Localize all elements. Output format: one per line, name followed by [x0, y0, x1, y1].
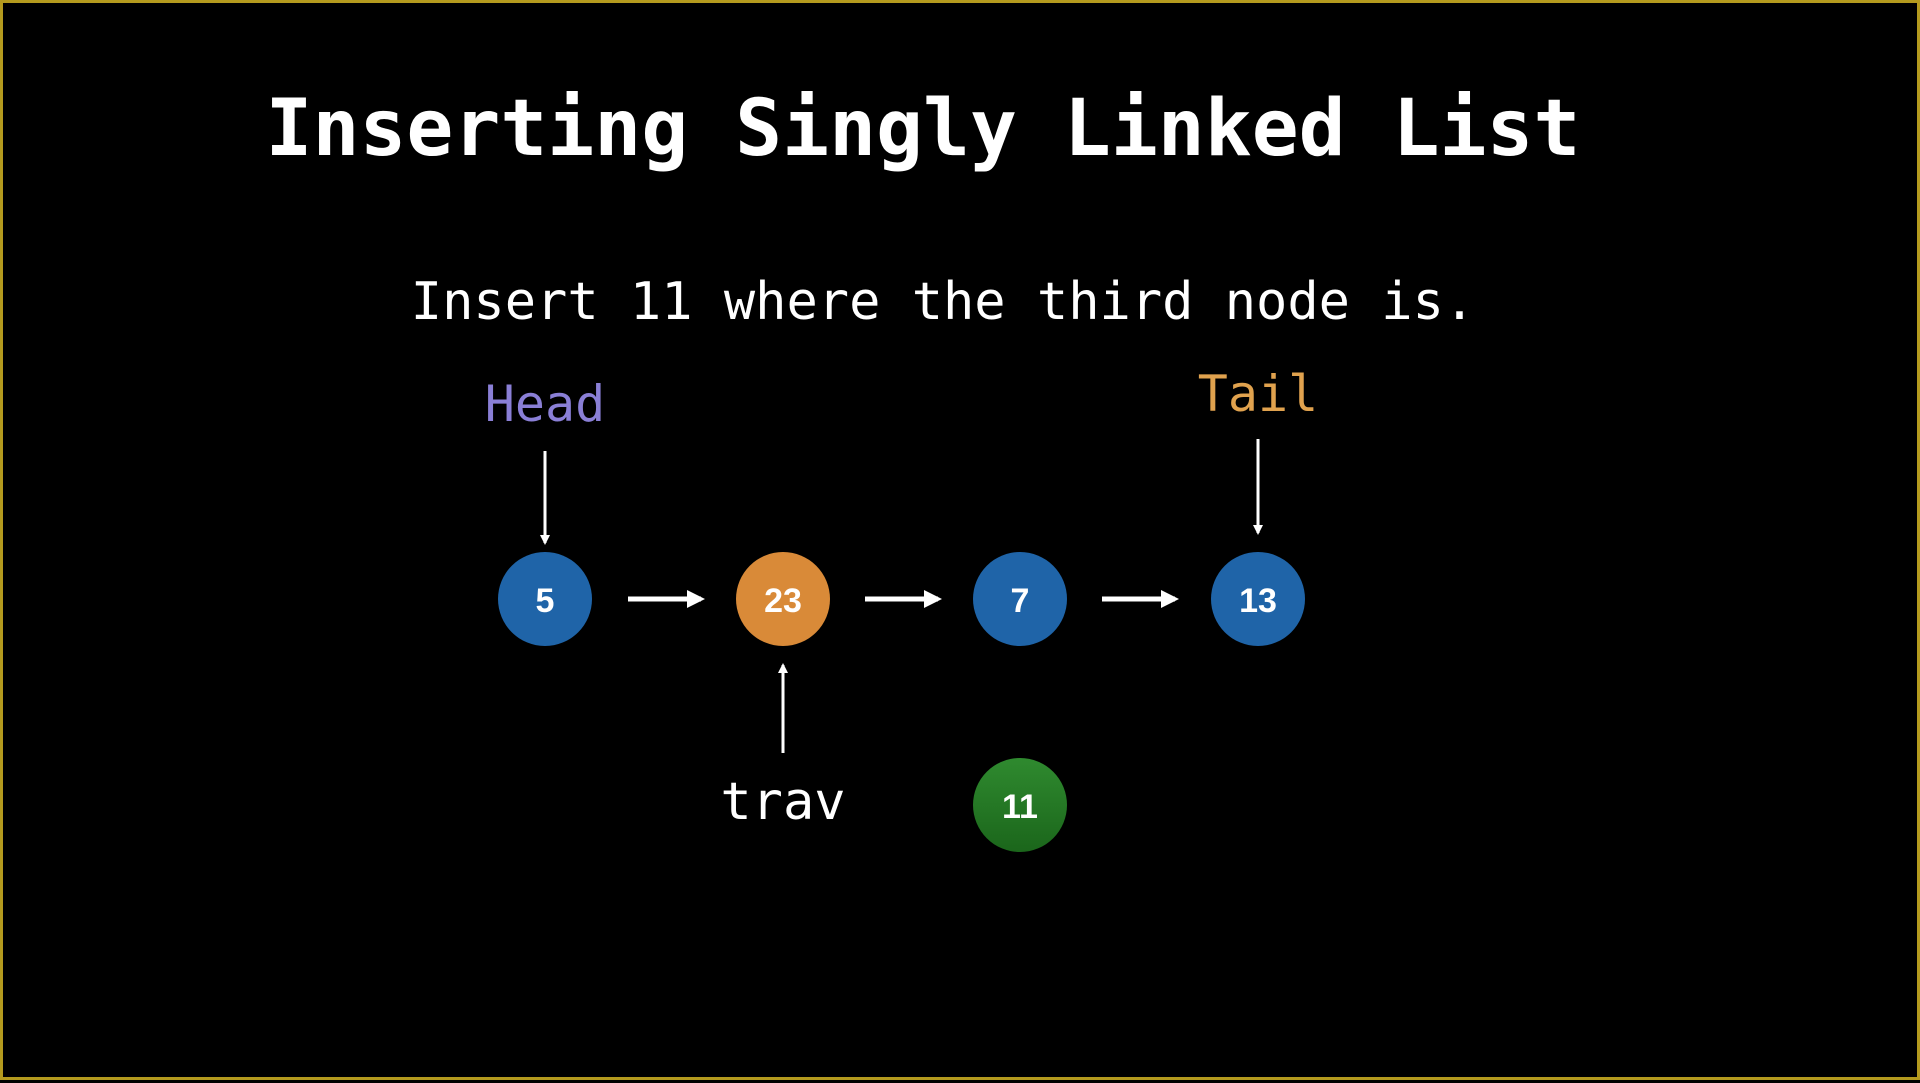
tail-label: Tail: [1198, 365, 1318, 423]
node-circle: [1211, 552, 1305, 646]
linked-list-diagram: Inserting Singly Linked List Insert 11 w…: [266, 84, 1581, 852]
node-circle: [973, 758, 1067, 852]
list-node-2: 7: [973, 552, 1067, 646]
instruction-text: Insert 11 where the third node is.: [411, 272, 1475, 332]
node-circle: [736, 552, 830, 646]
node-value: 11: [1002, 788, 1038, 826]
node-circle: [973, 552, 1067, 646]
new-node: 11: [973, 758, 1067, 852]
page-title: Inserting Singly Linked List: [266, 84, 1581, 174]
head-label: Head: [485, 375, 605, 433]
node-circle: [498, 552, 592, 646]
node-value: 7: [1011, 582, 1030, 620]
trav-label: trav: [720, 772, 845, 832]
node-value: 5: [536, 582, 555, 620]
list-node-0: 5: [498, 552, 592, 646]
node-value: 13: [1239, 582, 1277, 620]
list-node-3: 13: [1211, 552, 1305, 646]
list-node-1: 23: [736, 552, 830, 646]
node-value: 23: [764, 582, 802, 620]
